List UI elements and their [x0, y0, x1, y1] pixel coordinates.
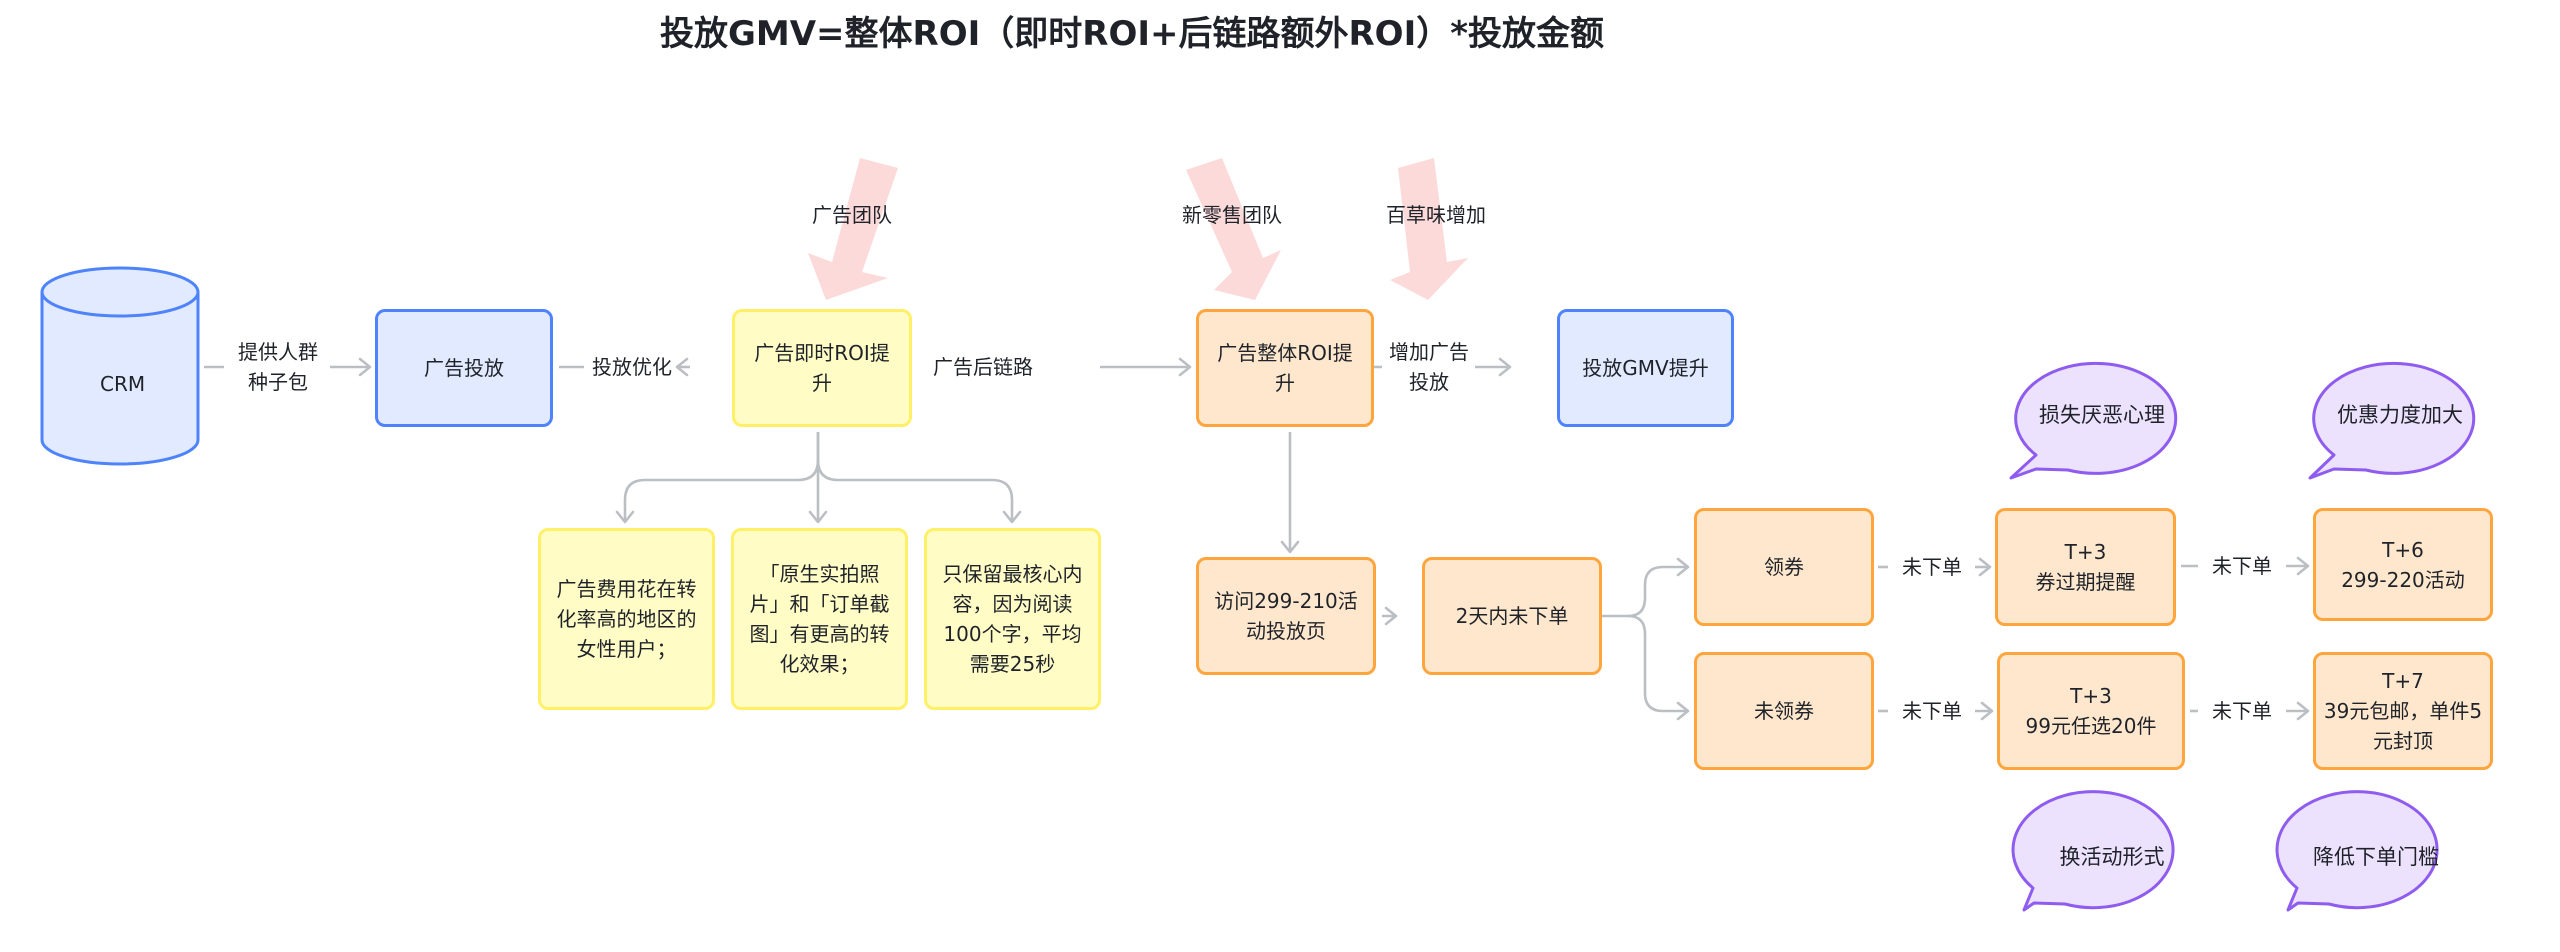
- detail-core-content[interactable]: 只保留最核心内容，因为阅读100个字，平均需要25秒: [924, 528, 1101, 710]
- edge-label-no-order-2: 未下单: [1894, 696, 1970, 726]
- note-change-format: 换活动形式: [2059, 845, 2165, 869]
- node-instant-roi[interactable]: 广告即时ROI提升: [732, 309, 912, 427]
- page-title: 投放GMV=整体ROI（即时ROI+后链路额外ROI）*投放金额: [0, 6, 2560, 55]
- bubble-bigger-discount: [2308, 361, 2476, 480]
- node-t3-coupon-expiry[interactable]: T+3 券过期提醒: [1995, 508, 2176, 626]
- team-label-baicaowei: 百草味增加: [1386, 203, 1486, 227]
- bubble-loss-aversion: [2009, 361, 2178, 480]
- node-ad-delivery[interactable]: 广告投放: [375, 309, 553, 427]
- edge-label-no-order-1: 未下单: [1894, 552, 1970, 582]
- note-loss-aversion: 损失厌恶心理: [2039, 403, 2165, 427]
- edge-fork-to-coupon: [1602, 557, 1690, 618]
- edge-label-seed: 提供人群 种子包: [232, 337, 324, 397]
- team-label-ad: 广告团队: [812, 203, 892, 227]
- edge-fork-to-nocoupon: [1627, 614, 1690, 721]
- team-arrow-ad: [808, 158, 898, 300]
- crm-cylinder[interactable]: [40, 266, 200, 466]
- node-t3-99-deal[interactable]: T+3 99元任选20件: [1997, 652, 2185, 770]
- detail-native-photos[interactable]: 「原生实拍照片」和「订单截图」有更高的转化效果；: [731, 528, 908, 710]
- edge-instant-to-detail-1: [615, 432, 820, 524]
- team-arrow-retail: [1186, 158, 1281, 300]
- node-got-coupon[interactable]: 领券: [1694, 508, 1874, 626]
- node-visit-page[interactable]: 访问299-210活动投放页: [1196, 557, 1376, 675]
- note-lower-threshold: 降低下单门槛: [2313, 845, 2439, 869]
- node-no-coupon[interactable]: 未领券: [1694, 652, 1874, 770]
- edge-label-increase: 增加广告 投放: [1386, 337, 1472, 397]
- node-t6-299-220[interactable]: T+6 299-220活动: [2313, 508, 2493, 621]
- node-gmv[interactable]: 投放GMV提升: [1557, 309, 1734, 427]
- bubble-lower-threshold: [2275, 790, 2439, 912]
- edge-label-optimize: 投放优化: [590, 352, 674, 382]
- node-no-order-2d[interactable]: 2天内未下单: [1422, 557, 1602, 675]
- team-arrow-baicaowei: [1390, 158, 1468, 300]
- title-text: 投放GMV=整体ROI（即时ROI+后链路额外ROI）*投放金额: [659, 14, 1604, 54]
- edge-label-no-order-4: 未下单: [2204, 696, 2280, 726]
- node-t7-free-shipping[interactable]: T+7 39元包邮，单件5元封顶: [2313, 652, 2493, 770]
- crm-label: CRM: [100, 372, 146, 396]
- node-overall-roi[interactable]: 广告整体ROI提升: [1196, 309, 1374, 427]
- detail-target-region[interactable]: 广告费用花在转化率高的地区的女性用户；: [538, 528, 715, 710]
- note-bigger-discount: 优惠力度加大: [2337, 403, 2463, 427]
- team-label-retail: 新零售团队: [1182, 203, 1282, 227]
- edge-instant-to-detail-3: [816, 459, 1022, 524]
- edge-label-no-order-3: 未下单: [2204, 551, 2280, 581]
- bubble-change-format: [2011, 790, 2175, 912]
